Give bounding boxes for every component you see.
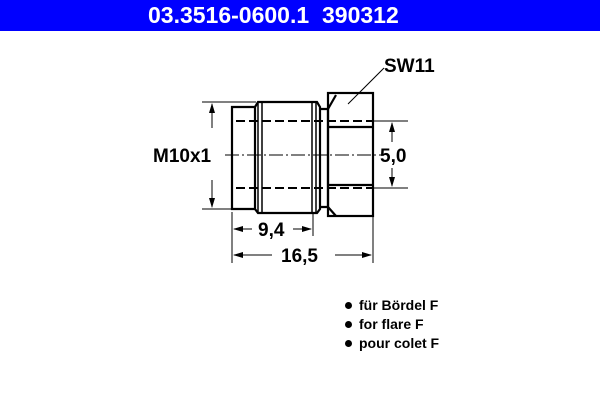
bore-dimension <box>373 120 408 189</box>
wrench-leader <box>347 67 385 105</box>
list-item: pour colet F <box>345 334 439 353</box>
part-number: 03.3516-0600.1 <box>148 2 310 28</box>
list-item: für Bördel F <box>345 296 439 315</box>
wrench-size-label: SW11 <box>384 56 435 77</box>
bullet-icon <box>345 302 352 309</box>
length-dimensions <box>231 212 374 263</box>
thread-label: M10x1 <box>153 146 212 167</box>
list-item: for flare F <box>345 315 439 334</box>
thread-dimension <box>202 101 256 210</box>
bore-label: 5,0 <box>380 146 406 167</box>
overall-length-label: 16,5 <box>281 246 318 267</box>
bullet-icon <box>345 321 352 328</box>
title-bar: 03.3516-0600.1 390312 <box>0 0 600 31</box>
thread-length-label: 9,4 <box>258 220 285 241</box>
notes-list: für Bördel F for flare F pour colet F <box>345 296 439 353</box>
bore-hidden-lines <box>236 120 373 189</box>
bullet-icon <box>345 340 352 347</box>
reference-number: 390312 <box>322 2 399 28</box>
